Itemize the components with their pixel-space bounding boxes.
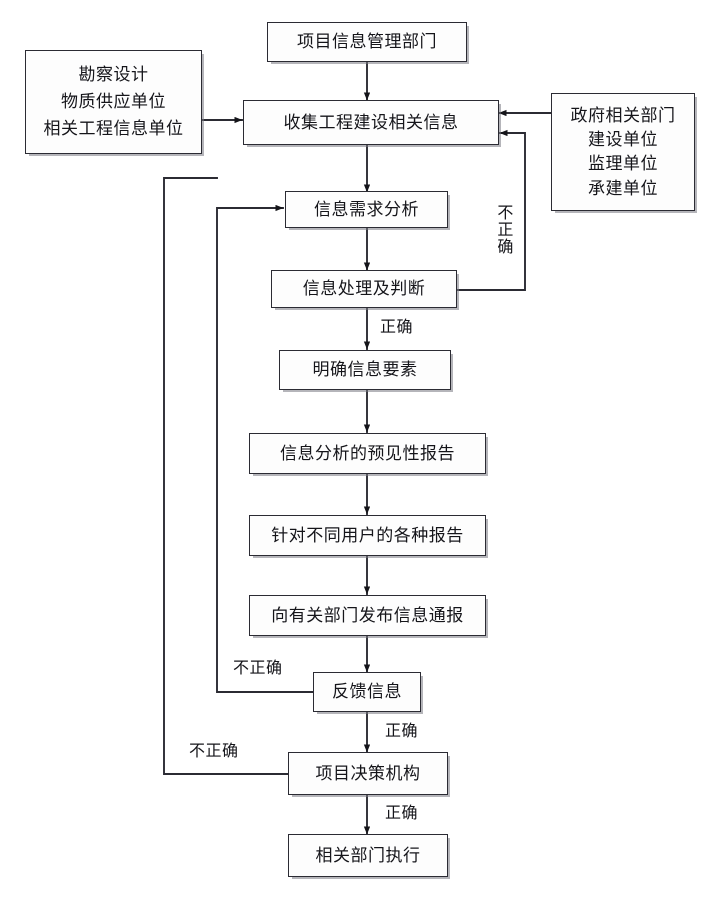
node-execute-label: 相关部门执行: [315, 845, 421, 865]
node-sources-right-line-3: 监理单位: [588, 154, 658, 174]
node-decision-label: 项目决策机构: [315, 763, 421, 783]
node-process-label: 信息处理及判断: [302, 279, 426, 299]
node-execute[interactable]: 相关部门执行: [288, 834, 448, 877]
node-userreports-label: 针对不同用户的各种报告: [271, 525, 464, 545]
node-process[interactable]: 信息处理及判断: [271, 270, 457, 308]
node-collect-label: 收集工程建设相关信息: [283, 112, 459, 132]
node-sources-left[interactable]: 勘察设计 物质供应单位 相关工程信息单位: [25, 50, 202, 154]
node-info-dept-label: 项目信息管理部门: [297, 32, 437, 52]
edge-label-incorrect-feedback: 不正确: [233, 660, 283, 677]
edge-label-incorrect-decision: 不正确: [189, 743, 239, 760]
node-feedback-label: 反馈信息: [332, 682, 402, 702]
node-elements-label: 明确信息要素: [312, 360, 418, 380]
node-report[interactable]: 信息分析的预见性报告: [249, 433, 486, 474]
node-elements[interactable]: 明确信息要素: [279, 350, 451, 390]
edge-label-correct-process: 正确: [380, 319, 414, 336]
edge-label-correct-feedback: 正确: [385, 723, 419, 740]
node-info-dept[interactable]: 项目信息管理部门: [267, 22, 467, 62]
edge-process-incorrect-to-collect: [456, 129, 526, 291]
node-demand[interactable]: 信息需求分析: [285, 191, 448, 228]
node-report-label: 信息分析的预见性报告: [280, 443, 455, 463]
node-userreports[interactable]: 针对不同用户的各种报告: [249, 515, 486, 556]
node-collect[interactable]: 收集工程建设相关信息: [243, 100, 499, 145]
node-sources-right[interactable]: 政府相关部门 建设单位 监理单位 承建单位: [551, 93, 695, 211]
node-feedback[interactable]: 反馈信息: [313, 672, 421, 712]
node-decision[interactable]: 项目决策机构: [288, 752, 448, 795]
node-bulletin[interactable]: 向有关部门发布信息通报: [249, 595, 486, 636]
node-sources-left-line-3: 相关工程信息单位: [43, 119, 184, 139]
edge-label-correct-decision: 正确: [385, 805, 419, 822]
node-demand-label: 信息需求分析: [314, 199, 419, 219]
node-sources-right-line-2: 建设单位: [588, 129, 658, 149]
node-sources-right-line-1: 政府相关部门: [570, 105, 676, 125]
node-sources-right-line-4: 承建单位: [588, 178, 658, 198]
edge-label-incorrect-process: 不正确: [494, 204, 512, 255]
edge-decision-incorrect-to-collect: [163, 177, 289, 775]
node-sources-left-line-1: 勘察设计: [78, 65, 149, 85]
node-bulletin-label: 向有关部门发布信息通报: [271, 605, 464, 625]
node-sources-left-line-2: 物质供应单位: [61, 92, 166, 112]
